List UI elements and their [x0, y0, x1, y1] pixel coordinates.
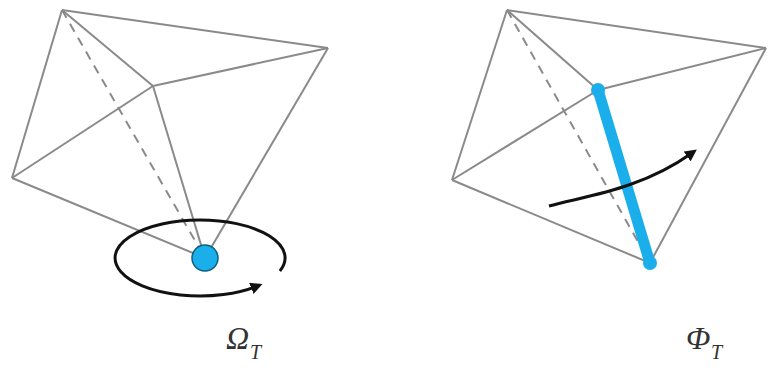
edge [507, 10, 766, 48]
symbol-letter: Φ [686, 322, 710, 354]
symbol-subscript: T [711, 342, 722, 362]
right-pyramid [452, 10, 766, 263]
edge-endpoint [643, 256, 657, 270]
vertex-dot [192, 245, 218, 271]
edge [452, 90, 598, 180]
left-pyramid [12, 10, 328, 258]
edge [452, 180, 650, 263]
edge [205, 48, 328, 258]
edge [153, 48, 328, 86]
symbol-letter: Ω [226, 322, 249, 354]
edge [12, 86, 153, 178]
edge [153, 86, 205, 258]
symbol-subscript: T [250, 342, 261, 362]
edge [507, 10, 598, 90]
edge [598, 48, 766, 90]
edge [62, 10, 153, 86]
edge [650, 48, 766, 263]
edge [452, 10, 507, 180]
rotation-arrow [115, 220, 285, 296]
edge-endpoint [591, 83, 605, 97]
edge [12, 178, 205, 258]
rotation-arrow [549, 153, 692, 206]
highlighted-edge [598, 90, 650, 263]
edge [12, 10, 62, 178]
hidden-edge [507, 10, 650, 263]
